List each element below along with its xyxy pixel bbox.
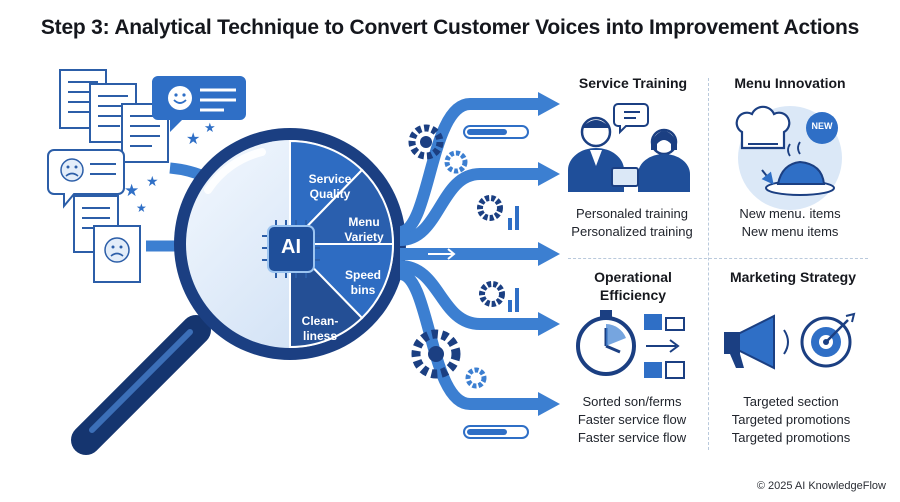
arrow-head xyxy=(538,312,560,336)
progress-bar xyxy=(463,125,529,139)
arrow-right-icon xyxy=(428,248,456,260)
gear-icon xyxy=(408,124,444,160)
mini-bar-chart-icon xyxy=(508,206,519,312)
star-icon: ★ xyxy=(136,201,147,215)
copyright-notice: © 2025 AI KnowledgeFlow xyxy=(756,480,886,492)
service-staff-icon xyxy=(568,103,690,192)
chef-dish-icon xyxy=(735,105,842,210)
target-icon xyxy=(800,312,856,368)
magnifier-handle xyxy=(71,315,211,455)
ai-chip-label: AI xyxy=(281,236,301,258)
progress-bar xyxy=(463,425,529,439)
arrow-head xyxy=(538,242,560,266)
svg-text:★: ★ xyxy=(146,174,159,190)
gear-icon xyxy=(477,195,503,221)
star-icon: ★ xyxy=(146,174,159,190)
star-icon: ★ xyxy=(186,129,200,148)
new-badge: NEW xyxy=(811,121,833,131)
sad-chat-bubble-icon xyxy=(47,149,125,209)
star-icon: ★ xyxy=(124,181,139,201)
panel-divider-vertical xyxy=(708,78,709,450)
svg-text:★: ★ xyxy=(136,201,147,215)
megaphone-icon xyxy=(724,314,789,370)
gear-icon xyxy=(465,367,487,389)
svg-text:★: ★ xyxy=(186,129,200,148)
star-icon: ★ xyxy=(204,121,216,136)
svg-text:★: ★ xyxy=(204,121,216,136)
arrow-head xyxy=(538,392,560,416)
gear-icon xyxy=(444,150,468,174)
panel-heading-service-training: Service Training xyxy=(578,75,688,91)
document-stack-icon xyxy=(59,69,169,163)
output-flow-arrows xyxy=(398,98,540,410)
stopwatch-icon xyxy=(576,310,636,376)
happy-chat-bubble-icon xyxy=(152,76,246,132)
sorted-boxes-icon xyxy=(644,314,685,379)
panel-heading-menu-innovation: Menu Innovation xyxy=(734,75,846,91)
arrow-head xyxy=(538,92,560,116)
gear-icon xyxy=(479,281,505,307)
page-title: Step 3: Analytical Technique to Convert … xyxy=(40,16,860,39)
panel-heading-marketing-strategy: Marketing Strategy xyxy=(729,269,857,285)
wheel-segment-service-quality xyxy=(289,139,364,247)
ai-chip-icon xyxy=(262,220,320,278)
segment-label-cleanliness: Clean-liness xyxy=(301,314,339,343)
wheel-segment-speed xyxy=(287,243,395,320)
svg-text:★: ★ xyxy=(124,181,139,201)
sad-document-icon xyxy=(93,225,141,283)
wheel-segment-menu-variety xyxy=(287,168,395,245)
panel-divider-horizontal xyxy=(568,258,868,259)
gear-icon xyxy=(411,329,461,379)
arrow-head xyxy=(538,162,560,186)
